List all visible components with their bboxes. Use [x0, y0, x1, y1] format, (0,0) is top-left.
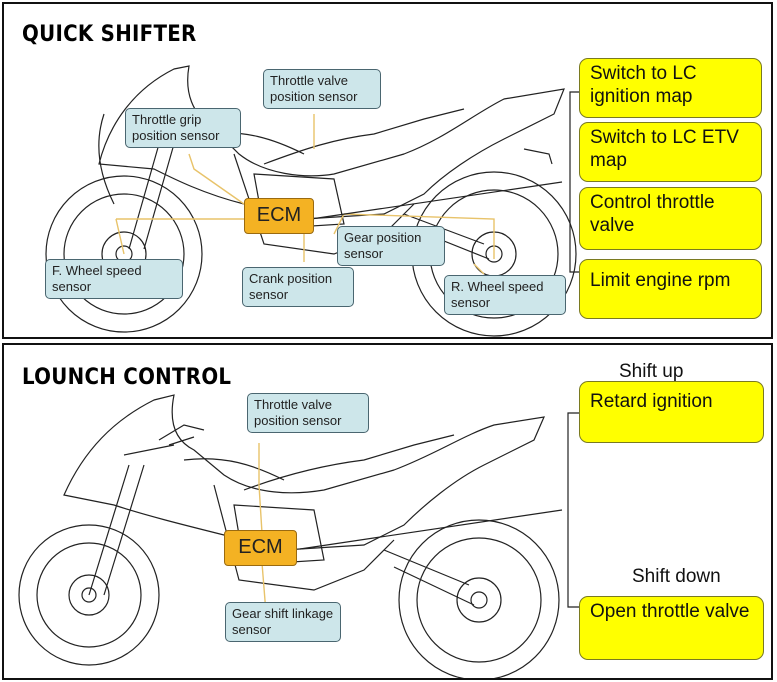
throttle-grip-position-sensor-label: Throttle grip position sensor [125, 108, 241, 148]
front-wheel [18, 524, 160, 666]
action-switch-lc-ignition-map: Switch to LC ignition map [579, 58, 762, 118]
throttle-valve-position-sensor-label: Throttle valve position sensor [247, 393, 369, 433]
action-control-throttle-valve: Control throttle valve [579, 187, 762, 250]
front-wheel [45, 175, 203, 333]
throttle-valve-position-sensor-label: Throttle valve position sensor [263, 69, 381, 109]
gear-shift-linkage-sensor-label: Gear shift linkage sensor [225, 602, 341, 642]
gear-position-sensor-label: Gear position sensor [337, 226, 445, 266]
ecm-box: ECM [224, 530, 297, 566]
action-retard-ignition: Retard ignition [579, 381, 764, 443]
ecm-box: ECM [244, 198, 314, 234]
crank-position-sensor-label: Crank position sensor [242, 267, 354, 307]
rear-wheel-speed-sensor-label: R. Wheel speed sensor [444, 275, 566, 315]
rear-wheel [398, 519, 560, 678]
shift-down-caption: Shift down [632, 566, 721, 587]
launch-control-panel: LOUNCH CONTROL Throttle valve position s… [2, 343, 773, 680]
action-switch-lc-etv-map: Switch to LC ETV map [579, 122, 762, 182]
action-open-throttle-valve: Open throttle valve [579, 596, 764, 660]
motorcycle-illustration [45, 65, 579, 337]
shift-up-caption: Shift up [619, 361, 684, 382]
quick-shifter-panel: QUICK SHIFTER Throttle valve position s [2, 2, 773, 339]
action-limit-engine-rpm: Limit engine rpm [579, 259, 762, 319]
front-wheel-speed-sensor-label: F. Wheel speed sensor [45, 259, 183, 299]
panel-title: QUICK SHIFTER [22, 22, 197, 47]
panel-title: LOUNCH CONTROL [22, 365, 232, 390]
